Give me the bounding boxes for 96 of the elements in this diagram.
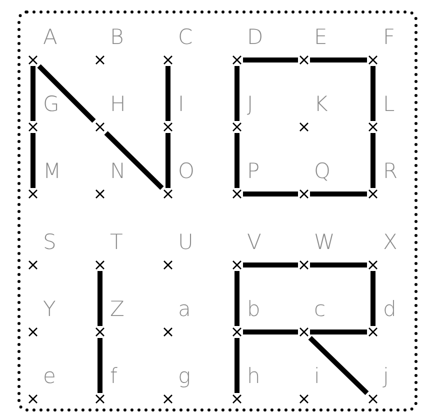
thick-line: [310, 262, 367, 268]
point-letter: T: [110, 231, 123, 253]
cross-mark: [367, 54, 379, 66]
point-letter: b: [247, 298, 260, 320]
cross-mark: [27, 326, 39, 338]
cross-mark: [231, 393, 243, 405]
thick-line: [234, 66, 240, 121]
point-letter: B: [110, 26, 124, 48]
thick-line: [370, 66, 376, 121]
point-letter: L: [383, 93, 395, 115]
thick-line: [37, 64, 96, 123]
cross-mark: [298, 393, 310, 405]
thick-line: [234, 271, 240, 326]
point-letter: O: [178, 160, 195, 182]
cross-mark: [94, 393, 106, 405]
cross-mark: [231, 326, 243, 338]
cross-mark: [27, 121, 39, 133]
cross-mark: [94, 188, 106, 200]
point-letter: X: [383, 231, 398, 253]
point-letter: i: [314, 365, 320, 387]
point-letter: g: [178, 365, 191, 387]
cross-mark: [231, 54, 243, 66]
point-letter: P: [247, 160, 260, 182]
point-letter: C: [178, 26, 193, 48]
cross-mark: [298, 121, 310, 133]
thick-line: [370, 133, 376, 188]
point-letter: E: [314, 26, 328, 48]
cross-mark: [94, 326, 106, 338]
cross-mark: [367, 121, 379, 133]
cross-mark: [367, 259, 379, 271]
cross-mark: [94, 259, 106, 271]
cross-mark: [162, 259, 174, 271]
thick-line: [310, 330, 367, 334]
cross-mark: [231, 121, 243, 133]
point-letter: W: [314, 231, 335, 253]
point-letter: Y: [43, 298, 56, 320]
point-letter: N: [110, 160, 126, 182]
thick-line: [234, 338, 240, 393]
thick-line: [243, 58, 298, 62]
cross-mark: [231, 188, 243, 200]
point-letter: R: [383, 160, 398, 182]
cross-mark: [94, 54, 106, 66]
point-letter: M: [43, 160, 62, 182]
cross-mark: [162, 188, 174, 200]
cross-mark: [162, 121, 174, 133]
cross-mark: [27, 259, 39, 271]
point-letter: F: [383, 26, 396, 48]
thick-line: [370, 271, 376, 326]
cross-mark: [367, 188, 379, 200]
point-letter: Z: [110, 298, 124, 320]
cross-mark: [298, 188, 310, 200]
point-letter: d: [383, 298, 396, 320]
point-letter: V: [247, 231, 262, 253]
point-letter: J: [247, 93, 254, 115]
cross-mark: [231, 259, 243, 271]
thick-line: [30, 133, 36, 188]
thick-line: [310, 58, 367, 62]
point-letter: K: [314, 93, 328, 115]
thick-line: [310, 192, 367, 196]
cross-mark: [94, 121, 106, 133]
cross-mark: [27, 393, 39, 405]
cross-mark: [298, 54, 310, 66]
point-letter: H: [110, 93, 126, 115]
cross-mark: [162, 326, 174, 338]
point-letter: j: [383, 365, 389, 387]
cross-mark: [367, 393, 379, 405]
cross-mark: [162, 54, 174, 66]
point-letter: S: [43, 231, 56, 253]
thick-line: [98, 271, 102, 326]
point-letter: c: [314, 298, 326, 320]
point-letter: Q: [314, 160, 331, 182]
cross-mark: [298, 326, 310, 338]
cross-mark: [367, 326, 379, 338]
thick-line: [98, 338, 102, 393]
thick-line: [243, 192, 298, 196]
point-letter: A: [43, 26, 58, 48]
cross-mark: [27, 54, 39, 66]
thick-line: [308, 336, 369, 395]
thick-line: [243, 330, 298, 334]
thick-line: [243, 262, 298, 268]
point-letter: h: [247, 365, 260, 387]
cross-mark: [27, 188, 39, 200]
cross-mark: [298, 259, 310, 271]
cross-mark: [162, 393, 174, 405]
point-letter: U: [178, 231, 194, 253]
point-letter: G: [43, 93, 60, 115]
thick-line: [166, 133, 170, 188]
point-letter: D: [247, 26, 264, 48]
point-letter: f: [110, 365, 118, 387]
thick-line: [30, 66, 36, 121]
thick-line: [234, 133, 240, 188]
point-letter: a: [178, 298, 191, 320]
thick-line: [166, 66, 170, 121]
point-letter: I: [178, 93, 184, 115]
thick-line: [104, 131, 164, 190]
point-letter: e: [43, 365, 56, 387]
